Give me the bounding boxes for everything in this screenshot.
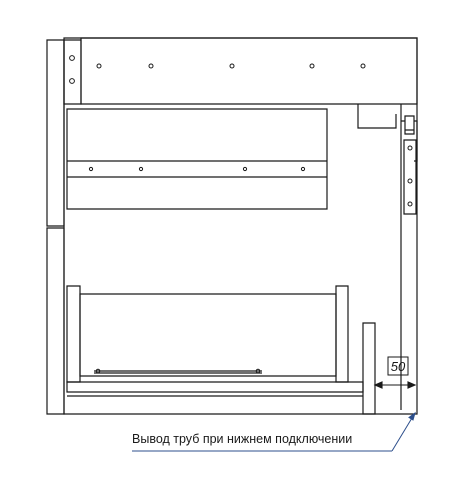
dimension-value: 50 bbox=[391, 359, 406, 374]
dimension bbox=[375, 357, 415, 388]
rail-hole bbox=[138, 166, 144, 172]
mount-plate bbox=[404, 140, 416, 214]
rail-hole bbox=[309, 63, 315, 69]
plate-hole bbox=[407, 145, 413, 151]
bottom-drawer-box bbox=[80, 294, 336, 376]
runner-stop bbox=[255, 368, 261, 374]
leader-arrow bbox=[409, 413, 415, 420]
middle-drawer-front bbox=[67, 109, 327, 209]
hinge-clip bbox=[405, 116, 414, 134]
rail-hole bbox=[229, 63, 235, 69]
dimension-arrow-right bbox=[408, 382, 415, 388]
right-bracket bbox=[358, 104, 396, 128]
top-rail bbox=[81, 38, 417, 104]
bottom-drawer-right-upright bbox=[336, 286, 348, 382]
caption: Вывод труб при нижнем подключении bbox=[132, 432, 352, 446]
hinge-hole bbox=[69, 78, 75, 84]
top-rail-panel bbox=[81, 38, 417, 104]
rail-hole bbox=[96, 63, 102, 69]
rail-hole bbox=[88, 166, 94, 172]
right-fittings bbox=[358, 104, 417, 410]
rail-hole bbox=[148, 63, 154, 69]
dimension-arrow-left bbox=[375, 382, 382, 388]
left-hinge-strip bbox=[64, 40, 81, 104]
bottom-drawer bbox=[67, 286, 375, 414]
cabinet-outline bbox=[47, 38, 417, 414]
middle-drawer bbox=[67, 109, 327, 209]
bottom-plinth bbox=[67, 382, 363, 392]
dimension-box bbox=[388, 357, 408, 375]
plate-hole bbox=[407, 201, 413, 207]
rail-hole bbox=[242, 166, 248, 172]
left-side-panel-upper bbox=[47, 40, 64, 226]
plate-hole bbox=[407, 178, 413, 184]
hinge-hole bbox=[69, 55, 75, 61]
caption-leader bbox=[132, 413, 415, 451]
rail-hole bbox=[360, 63, 366, 69]
left-side-panel-lower bbox=[47, 228, 64, 414]
runner-stop bbox=[95, 368, 101, 374]
rail-hole bbox=[300, 166, 306, 172]
pipe-channel bbox=[363, 323, 375, 414]
bottom-drawer-left-upright bbox=[67, 286, 80, 382]
cabinet-body bbox=[64, 38, 417, 414]
